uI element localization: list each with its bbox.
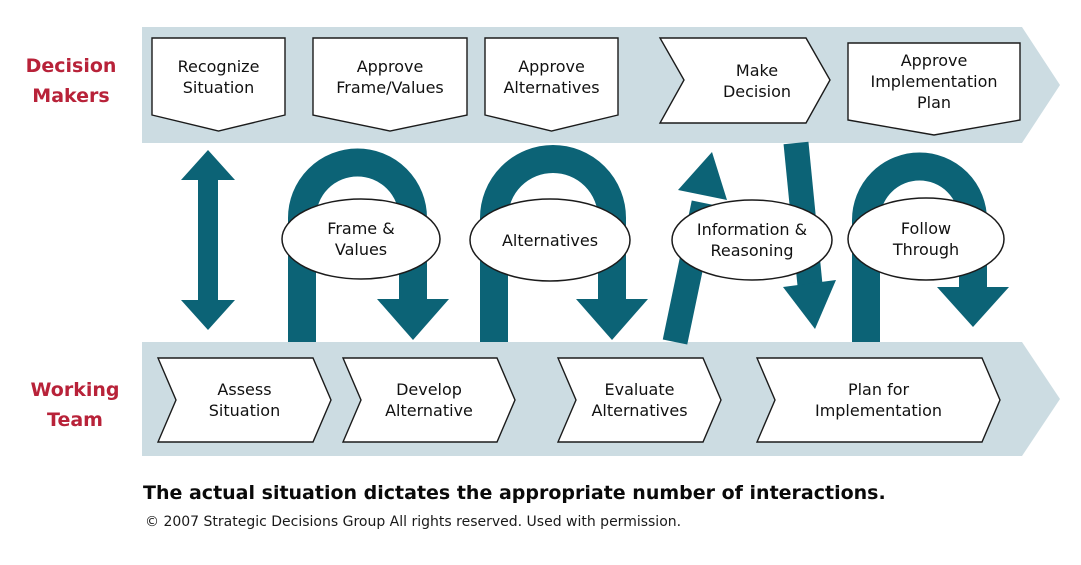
plan-for-implementation-shape (755, 357, 1001, 443)
footer-headline: The actual situation dictates the approp… (143, 482, 886, 504)
alternatives-oval (469, 198, 631, 282)
step-line1: Make (735, 60, 779, 80)
lane-label-line2: Makers (32, 84, 110, 107)
lane-label-line1: Decision (25, 54, 117, 77)
step-label-approve-frame-values: Approve Frame/Values (313, 38, 467, 115)
step-label-assess-situation: Assess Situation (176, 358, 313, 442)
step-line1: Approve (356, 56, 424, 76)
loop-arrow-follow-through (852, 152, 1009, 342)
step-line1: Assess (217, 380, 272, 399)
oval-label-follow-through: Follow Through (848, 198, 1004, 280)
step-line2: Alternative (385, 401, 473, 420)
step-line2: Situation (208, 401, 281, 420)
lane-label-decision-makers: Decision Makers (6, 48, 136, 113)
step-line1: Approve (518, 56, 585, 76)
lane-label-line1: Working (30, 378, 120, 401)
step-line1: Evaluate (604, 380, 675, 399)
step-label-plan-for-implementation: Plan for Implementation (775, 358, 982, 442)
step-label-approve-implementation-plan: Approve Implementation Plan (848, 43, 1020, 120)
follow-through-oval (847, 197, 1005, 281)
step-line2: Implementation (814, 401, 943, 420)
step-label-develop-alternative: Develop Alternative (361, 358, 497, 442)
step-line1: Develop (396, 380, 462, 399)
assess-situation-shape (156, 357, 332, 443)
loop-arrow-alternatives (480, 145, 648, 342)
develop-alternative-shape (341, 357, 516, 443)
frame-values-oval (281, 198, 441, 280)
oval-line1: Follow (900, 219, 952, 238)
step-line1: Approve (900, 51, 968, 70)
approve-alternatives-shape (484, 37, 619, 132)
information-reasoning-oval (671, 199, 833, 281)
oval-label-information-reasoning: Information & Reasoning (672, 200, 832, 280)
step-line1: Recognize (177, 56, 260, 76)
step-label-evaluate-alternatives: Evaluate Alternatives (576, 358, 703, 442)
step-line2: Implementation (870, 72, 998, 91)
step-line3: Plan (916, 93, 952, 112)
oval-line1: Information & (696, 220, 808, 239)
recognize-situation-shape (151, 37, 286, 132)
step-line1: Plan for (847, 380, 910, 399)
oval-line2: Values (334, 240, 388, 259)
double-headed-arrow (181, 150, 235, 330)
oval-line1: Frame & (327, 219, 395, 238)
step-label-approve-alternatives: Approve Alternatives (485, 38, 618, 115)
approve-implementation-plan-shape (847, 42, 1021, 136)
oval-line1: Alternatives (501, 230, 599, 250)
step-line2: Decision (722, 81, 792, 101)
make-decision-shape (658, 37, 831, 124)
oval-line2: Reasoning (710, 241, 794, 260)
lane-label-working-team: Working Team (6, 372, 144, 437)
step-line2: Frame/Values (336, 77, 444, 97)
step-line2: Alternatives (503, 77, 600, 97)
loop-arrow-frame-values (288, 148, 449, 342)
step-line2: Situation (182, 77, 255, 97)
oval-line2: Through (892, 240, 960, 259)
oval-label-frame-values: Frame & Values (282, 199, 440, 279)
evaluate-alternatives-shape (556, 357, 722, 443)
approve-frame-values-shape (312, 37, 468, 132)
step-label-make-decision: Make Decision (684, 38, 830, 123)
oval-label-alternatives: Alternatives (470, 199, 630, 281)
step-line2: Alternatives (591, 401, 688, 420)
footer-copyright: © 2007 Strategic Decisions Group All rig… (145, 514, 682, 530)
lane-label-line2: Team (47, 408, 103, 431)
step-label-recognize-situation: Recognize Situation (152, 38, 285, 115)
